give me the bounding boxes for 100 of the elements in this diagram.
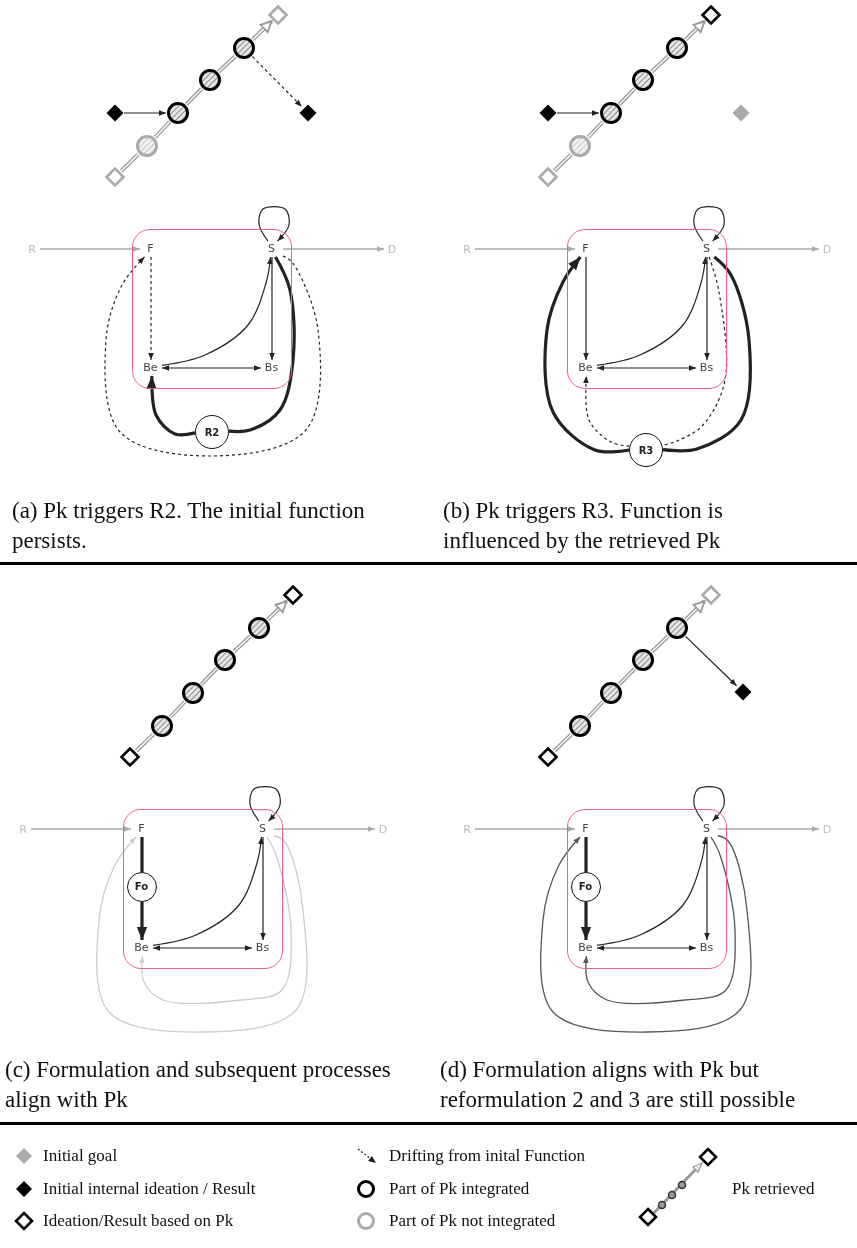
node-label: F bbox=[139, 240, 162, 257]
hatched-circle bbox=[150, 714, 174, 738]
arrow bbox=[685, 635, 738, 687]
arrow bbox=[95, 834, 308, 1033]
outlined-diamond bbox=[700, 584, 722, 606]
node-label: D bbox=[375, 821, 391, 837]
node-label: Be bbox=[574, 359, 597, 376]
arrow bbox=[596, 256, 708, 366]
arrow bbox=[152, 945, 253, 951]
arrow bbox=[583, 256, 589, 361]
arrow bbox=[269, 256, 275, 361]
pk-chain-line bbox=[266, 599, 288, 622]
hatched-circle bbox=[135, 134, 159, 158]
arrow bbox=[596, 945, 697, 951]
node-label: S bbox=[260, 240, 283, 257]
rounded-frame bbox=[567, 809, 727, 969]
connector-line bbox=[140, 837, 144, 872]
hatched-circle bbox=[181, 681, 205, 705]
hatched-circle bbox=[232, 36, 256, 60]
hatched-circle bbox=[213, 648, 237, 672]
outlined-diamond bbox=[267, 4, 289, 26]
node-label: Bs bbox=[251, 939, 274, 956]
node-label: R bbox=[24, 241, 40, 257]
arrow bbox=[104, 255, 322, 457]
legend-text: Drifting from inital Function bbox=[389, 1146, 585, 1166]
arrow bbox=[704, 836, 710, 941]
filled-diamond bbox=[297, 102, 319, 124]
node-label: D bbox=[819, 821, 835, 837]
legend-text: Pk retrieved bbox=[732, 1179, 815, 1199]
arrow bbox=[39, 246, 141, 252]
arrow bbox=[136, 902, 148, 940]
process-circle: R2 bbox=[195, 415, 229, 449]
connector-line bbox=[584, 837, 588, 872]
loop-arrow bbox=[693, 785, 725, 822]
legend-text: Initial goal bbox=[43, 1146, 118, 1166]
pk-chain-line bbox=[650, 54, 670, 74]
filled-diamond bbox=[732, 681, 754, 703]
pk-chain-line bbox=[153, 120, 172, 139]
arrow bbox=[543, 256, 630, 454]
node-label: F bbox=[574, 240, 597, 257]
arrow bbox=[474, 246, 576, 252]
process-circle: Fo bbox=[126, 871, 157, 902]
filled-diamond bbox=[104, 102, 126, 124]
caption: (b) Pk triggers R3. Function is influenced by the retrieved Pk bbox=[443, 497, 724, 555]
pk-chain-line bbox=[684, 599, 706, 622]
arrow bbox=[146, 376, 196, 437]
arrow bbox=[596, 836, 708, 946]
hatched-circle bbox=[631, 68, 655, 92]
hatched-circle bbox=[568, 134, 592, 158]
arrow bbox=[251, 55, 303, 108]
node-label: D bbox=[819, 241, 835, 257]
legend-text: Initial internal ideation / Result bbox=[43, 1179, 256, 1199]
connector-line bbox=[228, 256, 296, 434]
rounded-frame bbox=[567, 229, 727, 389]
hatched-circle bbox=[198, 68, 222, 92]
arrow bbox=[30, 826, 132, 832]
hatched-circle bbox=[247, 616, 271, 640]
hatched-circle bbox=[568, 714, 592, 738]
outlined-diamond bbox=[119, 746, 141, 768]
rounded-frame bbox=[132, 229, 292, 389]
arrow bbox=[717, 826, 820, 832]
outlined-diamond bbox=[537, 746, 559, 768]
pk-chain-line bbox=[553, 152, 573, 173]
node-label: F bbox=[130, 820, 153, 837]
node-label: Bs bbox=[695, 359, 718, 376]
loop-arrow bbox=[693, 205, 725, 242]
pk-chain-line bbox=[650, 634, 670, 654]
arrow bbox=[556, 110, 600, 116]
arrow bbox=[148, 256, 154, 361]
outlined-diamond bbox=[282, 584, 304, 606]
pk-chain-line bbox=[232, 634, 252, 654]
node-label: S bbox=[251, 820, 274, 837]
node-label: F bbox=[574, 820, 597, 837]
node-label: R bbox=[15, 821, 31, 837]
hatched-circle bbox=[166, 101, 190, 125]
pk-chain-line bbox=[135, 732, 155, 753]
pk-chain-line bbox=[199, 667, 219, 686]
outlined-diamond bbox=[700, 4, 722, 26]
node-label: S bbox=[695, 240, 718, 257]
loop-arrow bbox=[249, 785, 281, 822]
rounded-frame bbox=[123, 809, 283, 969]
hatched-circle bbox=[599, 681, 623, 705]
node-label: R bbox=[459, 821, 475, 837]
node-label: R bbox=[459, 241, 475, 257]
arrow bbox=[260, 836, 266, 941]
node-label: D bbox=[384, 241, 400, 257]
pk-chain-line bbox=[586, 120, 605, 139]
arrow bbox=[704, 256, 710, 361]
arrow bbox=[540, 834, 752, 1033]
hatched-circle bbox=[599, 101, 623, 125]
arrow bbox=[282, 246, 385, 252]
filled-diamond bbox=[730, 102, 752, 124]
arrow bbox=[139, 836, 292, 1005]
outlined-diamond bbox=[104, 166, 126, 188]
process-circle: Fo bbox=[570, 871, 601, 902]
pk-chain-line bbox=[217, 54, 237, 74]
hatched-circle bbox=[631, 648, 655, 672]
arrow bbox=[161, 365, 262, 371]
pk-chain-line bbox=[184, 87, 204, 106]
legend-text: Part of Pk integrated bbox=[389, 1179, 530, 1199]
